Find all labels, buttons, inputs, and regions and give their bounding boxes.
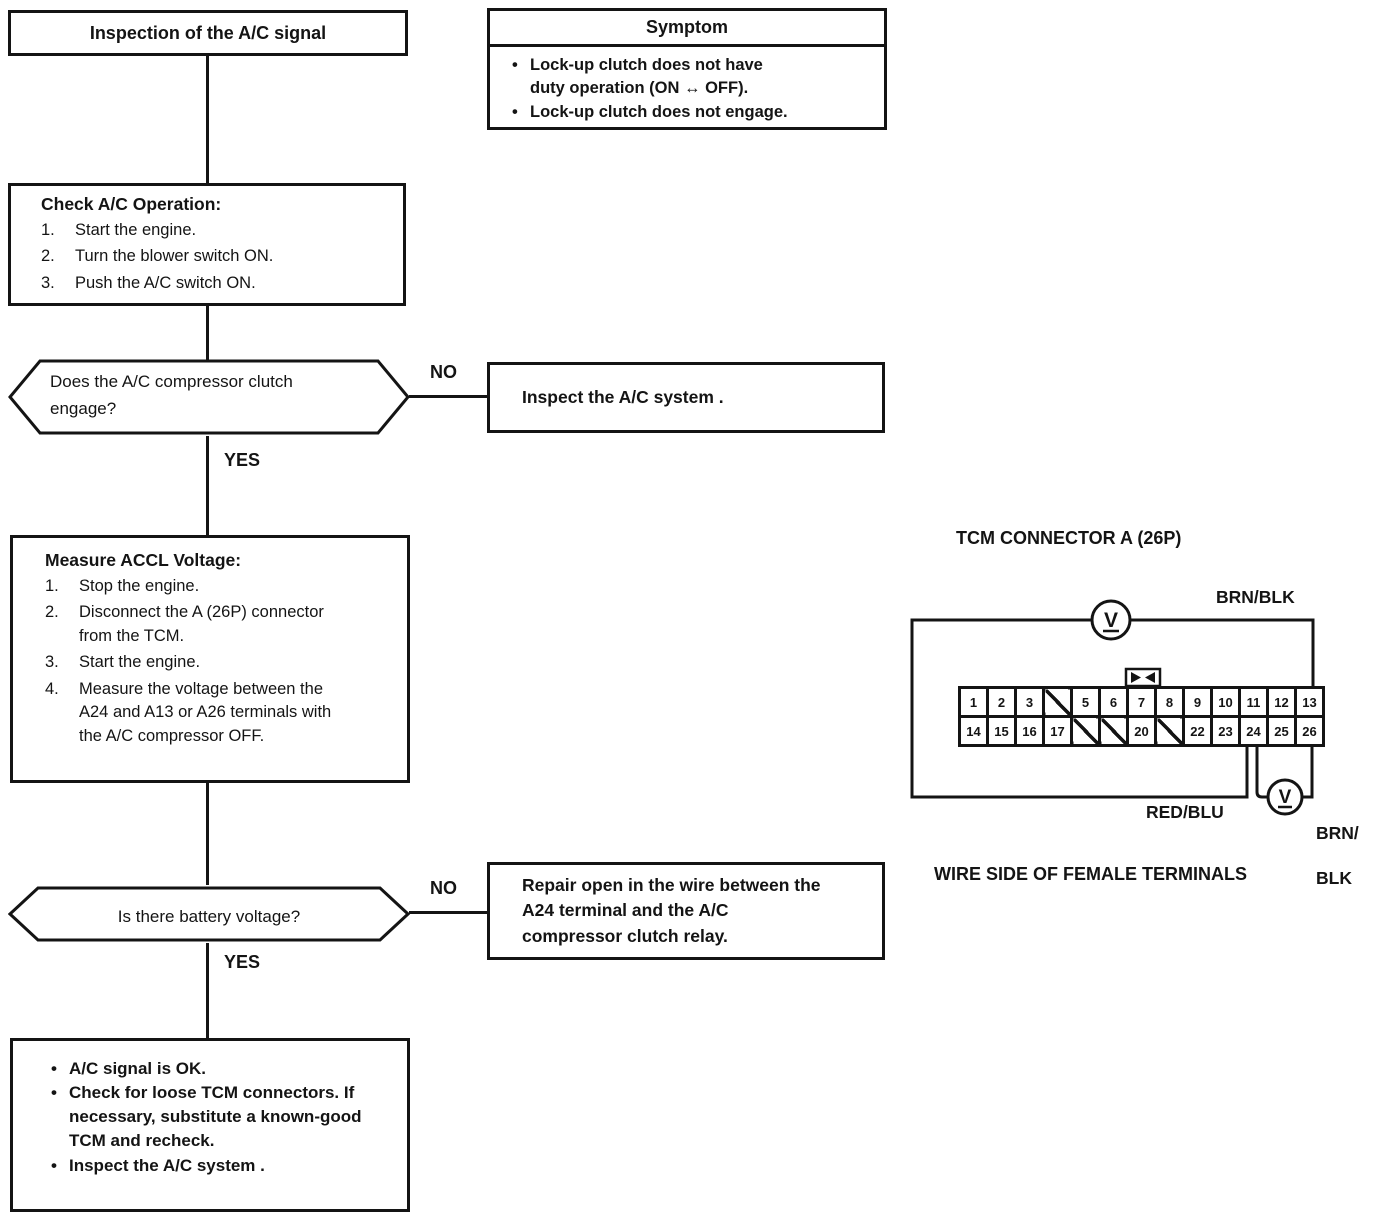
repair-open-wire-box: Repair open in the wire between the A24 … (487, 862, 885, 960)
decision-battery-voltage: Is there battery voltage? (7, 885, 411, 943)
pin-cell: 24 (1238, 715, 1269, 747)
wire-label-red-blu: RED/BLU (1146, 802, 1224, 822)
pin-cell: 9 (1182, 686, 1213, 718)
wire-loop (910, 618, 1315, 799)
inspect-box-text: Inspect the A/C system . (522, 387, 724, 407)
flow-line (206, 56, 209, 183)
pin-cell: 17 (1042, 715, 1073, 747)
pin-cell: 1 (958, 686, 989, 718)
voltmeter-icon (1090, 599, 1132, 641)
pin-cell: 5 (1070, 686, 1101, 718)
wire-side-caption: WIRE SIDE OF FEMALE TERMINALS (934, 864, 1247, 884)
yes-label: YES (224, 952, 261, 972)
bullet-icon: • (51, 1083, 57, 1103)
flow-line (409, 395, 487, 398)
pin-cell: 10 (1210, 686, 1241, 718)
pin-row-2: 14 15 16 17 20 22 23 24 25 26 (958, 715, 1325, 747)
pin-cell: 7 (1126, 686, 1157, 718)
decision-question: Is there battery voltage? (117, 907, 301, 926)
wire-label-brn-blk-top: BRN/BLK (1216, 587, 1295, 607)
start-box-title: Inspection of the A/C signal (89, 22, 327, 43)
flow-line (206, 436, 209, 535)
pin-cell: 14 (958, 715, 989, 747)
flow-line (409, 911, 487, 914)
pin-cell-blocked (1042, 686, 1073, 718)
bullet-icon: • (512, 102, 518, 121)
no-label: NO (430, 362, 457, 382)
pin-cell: 8 (1154, 686, 1185, 718)
check-step: 2. Turn the blower switch ON. (41, 247, 274, 266)
bullet-icon: • (51, 1155, 57, 1175)
hexagon-shape (7, 886, 411, 942)
measure-step: 2. Disconnect the A (26P) connector from… (45, 603, 324, 645)
measure-step: 1. Stop the engine. (45, 577, 200, 595)
repair-box-text: Repair open in the wire between the A24 … (522, 874, 821, 946)
symptom-box: Symptom • Lock-up clutch does not have d… (487, 8, 887, 130)
result-item: • Check for loose TCM connectors. If nec… (51, 1081, 397, 1153)
bullet-icon: • (512, 56, 518, 74)
pin-cell: 13 (1294, 686, 1325, 718)
pin-cell: 23 (1210, 715, 1241, 747)
flow-line (206, 306, 209, 360)
pin-row-1: 1 2 3 5 6 7 8 9 10 11 12 13 (958, 686, 1325, 718)
pin-cell: 6 (1098, 686, 1129, 718)
connector-wiring-diagram: V V (910, 599, 1315, 816)
voltmeter-symbol: V (1279, 787, 1292, 808)
measure-accl-voltage-box: Measure ACCL Voltage: 1. Stop the engine… (10, 535, 410, 783)
pin-cell: 12 (1266, 686, 1297, 718)
bullet-icon: • (51, 1059, 57, 1078)
pin-cell-blocked (1070, 715, 1101, 747)
result-item: • Inspect the A/C system . (51, 1154, 397, 1178)
symptom-item: • Lock-up clutch does not engage. (512, 101, 874, 124)
wire-meter-to-pin26 (1302, 747, 1314, 799)
result-box: • A/C signal is OK. • Check for loose TC… (10, 1038, 410, 1212)
no-label: NO (430, 878, 457, 898)
pin-cell: 25 (1266, 715, 1297, 747)
check-step: 1. Start the engine. (41, 221, 197, 239)
measure-step: 3. Start the engine. (45, 653, 201, 672)
result-item: • A/C signal is OK. (51, 1057, 397, 1081)
wire-pin24-to-meter (1255, 747, 1268, 799)
check-ac-operation-box: Check A/C Operation: 1. Start the engine… (8, 183, 406, 306)
measure-box-title: Measure ACCL Voltage: (45, 550, 242, 570)
check-step: 3. Push the A/C switch ON. (41, 273, 256, 292)
decision-question: Does the A/C compressor clutch engage? (50, 372, 293, 419)
pin-cell: 2 (986, 686, 1017, 718)
lock-tab-right (1145, 672, 1155, 683)
pin-cell: 16 (1014, 715, 1045, 747)
lock-tab-left (1131, 672, 1141, 683)
measure-step: 4. Measure the voltage between the A24 a… (45, 679, 332, 745)
pin-cell: 11 (1238, 686, 1269, 718)
start-box: Inspection of the A/C signal (8, 10, 408, 56)
wire-label-brn-blk-right: BRN/ BLK (1316, 822, 1359, 889)
symptom-box-title: Symptom (490, 11, 884, 47)
voltmeter-symbol: V (1104, 609, 1118, 632)
tcm-connector-pin-grid: 1 2 3 5 6 7 8 9 10 11 12 13 14 15 16 17 … (958, 686, 1325, 747)
pin-cell-blocked (1154, 715, 1185, 747)
decision-compressor-clutch: Does the A/C compressor clutch engage? (8, 358, 410, 436)
inspect-ac-system-box: Inspect the A/C system . (487, 362, 885, 433)
pin-cell: 22 (1182, 715, 1213, 747)
tcm-connector-title: TCM CONNECTOR A (26P) (956, 528, 1182, 548)
pin-cell: 3 (1014, 686, 1045, 718)
pin-cell: 26 (1294, 715, 1325, 747)
pin-cell: 15 (986, 715, 1017, 747)
check-box-title: Check A/C Operation: (41, 194, 222, 214)
yes-label: YES (224, 450, 261, 470)
flow-line (206, 783, 209, 885)
hexagon-shape (8, 359, 410, 435)
flow-line (206, 943, 209, 1038)
pin-cell: 20 (1126, 715, 1157, 747)
symptom-item: • Lock-up clutch does not have duty oper… (512, 54, 874, 101)
pin-cell-blocked (1098, 715, 1129, 747)
